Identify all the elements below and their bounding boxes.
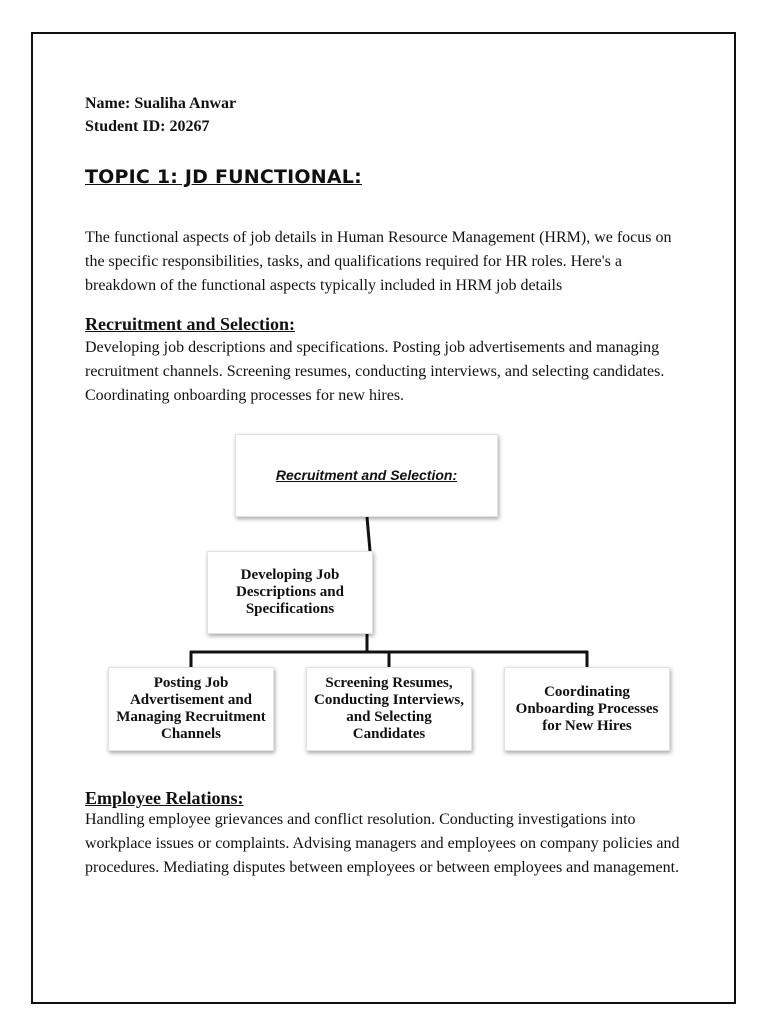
employee-relations-paragraph: Handling employee grievances and conflic… bbox=[85, 811, 680, 876]
chart-child-box-2: Screening Resumes, Conducting Interviews… bbox=[306, 667, 472, 751]
connector-root-to-level1 bbox=[365, 516, 372, 552]
chart-child-label-1: Posting Job Advertisement and Managing R… bbox=[116, 675, 266, 742]
recruitment-heading: Recruitment and Selection: bbox=[85, 314, 295, 334]
page-border bbox=[31, 32, 736, 1004]
employee-relations-heading: Employee Relations: bbox=[85, 788, 244, 808]
chart-level1-box: Developing Job Descriptions and Specific… bbox=[207, 551, 373, 634]
chart-child-label-2: Screening Resumes, Conducting Interviews… bbox=[313, 675, 464, 742]
chart-child-box-3: Coordinating Onboarding Processes for Ne… bbox=[504, 667, 670, 751]
recruitment-paragraph: Developing job descriptions and specific… bbox=[85, 339, 665, 404]
student-id: Student ID: 20267 bbox=[85, 118, 210, 135]
topic-title: TOPIC 1: JD FUNCTIONAL: bbox=[85, 166, 362, 188]
chart-child-box-1: Posting Job Advertisement and Managing R… bbox=[108, 667, 274, 751]
chart-root-label: Recruitment and Selection: bbox=[275, 467, 458, 483]
student-name: Name: Sualiha Anwar bbox=[85, 95, 237, 112]
chart-root-box: Recruitment and Selection: bbox=[235, 434, 498, 517]
chart-level1-label: Developing Job Descriptions and Specific… bbox=[236, 567, 344, 617]
intro-paragraph: The functional aspects of job details in… bbox=[85, 229, 672, 294]
chart-child-label-3: Coordinating Onboarding Processes for Ne… bbox=[515, 683, 659, 734]
